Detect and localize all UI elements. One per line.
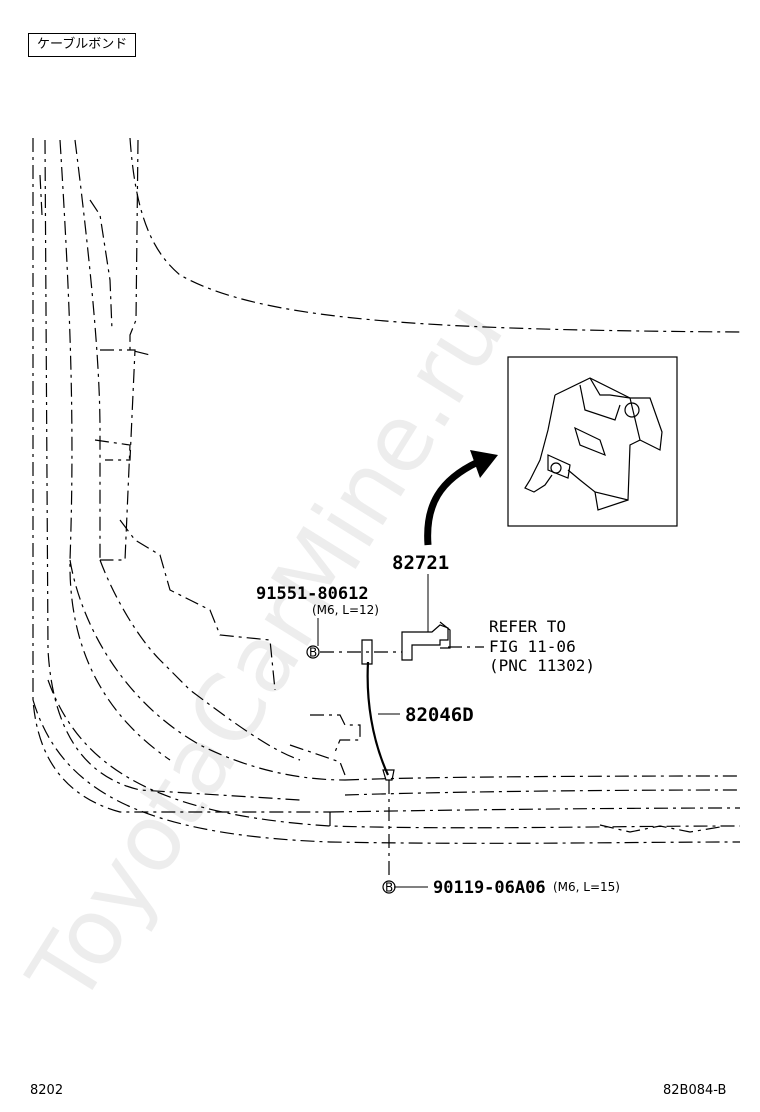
footer-page-number: 8202: [30, 1083, 63, 1098]
detail-arrow: [424, 450, 498, 546]
fastener-mark-bolt: B: [309, 646, 317, 660]
part-number-bracket: 82721: [392, 552, 449, 574]
reference-line-3: (PNC 11302): [489, 656, 595, 675]
detail-inset: [507, 356, 678, 527]
fastener-marker-bolt: B: [306, 645, 320, 660]
bracket-82721: [401, 574, 451, 661]
reference-line-1: REFER TO: [489, 617, 566, 636]
body-panel-outline: [32, 137, 741, 844]
fastener-marker-screw: B: [382, 880, 396, 895]
part-number-screw: 90119-06A06: [433, 878, 546, 898]
footer-illustration-code: 82B084-B: [663, 1083, 726, 1098]
leader-lines: [317, 618, 484, 888]
part-number-wire: 82046D: [405, 704, 474, 726]
fastener-mark-screw: B: [385, 881, 393, 895]
part-number-bolt: 91551-80612: [256, 584, 369, 604]
screw-spec: (M6, L=15): [553, 880, 620, 894]
bond-wire-82046D: [361, 639, 400, 781]
diagram-title-box: ケーブルボンド: [28, 33, 137, 57]
reference-line-2: FIG 11-06: [489, 637, 576, 656]
bolt-spec: (M6, L=12): [312, 603, 379, 617]
